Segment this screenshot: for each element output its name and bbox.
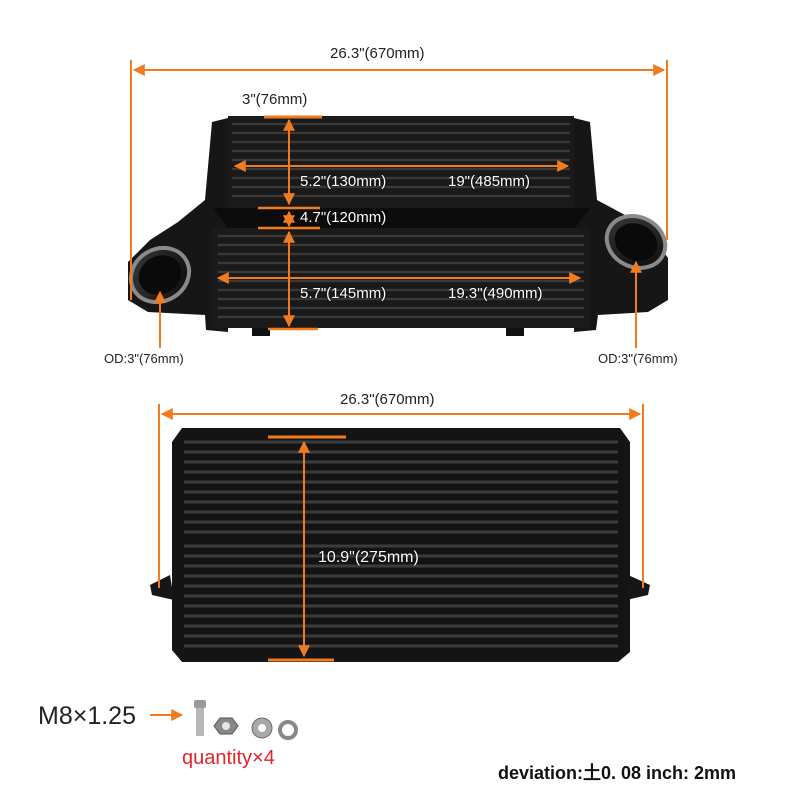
- right-outlet-label: OD:3"(76mm): [598, 351, 678, 366]
- upper-core: [228, 116, 574, 208]
- bolt-size-label: M8×1.25: [38, 702, 136, 730]
- hardware-illustration: [150, 700, 298, 740]
- upper-core-length-label: 19"(485mm): [448, 173, 531, 190]
- front-overall-width-label: 26.3"(670mm): [340, 391, 435, 408]
- upper-core-height-label: 5.2"(130mm): [300, 173, 387, 190]
- lower-core-height-label: 5.7"(145mm): [300, 285, 387, 302]
- lower-core-length-label: 19.3"(490mm): [448, 285, 543, 302]
- front-core-height-label: 10.9"(275mm): [318, 549, 419, 566]
- mount-tab: [252, 328, 270, 336]
- tolerance-label: deviation:土0. 08 inch: 2mm: [498, 763, 737, 783]
- nut-icon: [213, 717, 239, 735]
- front-view-dimension-lines: [158, 404, 644, 662]
- bolt-shank: [196, 708, 204, 736]
- inlet-width-label: 3"(76mm): [242, 91, 308, 108]
- quantity-label: quantity×4: [182, 747, 275, 769]
- right-outlet-pipe: [604, 214, 668, 270]
- top-view-intercooler: [128, 116, 668, 336]
- lock-washer-icon: [278, 720, 298, 740]
- front-view-intercooler: [150, 428, 650, 662]
- top-view-dimension-lines: [130, 60, 668, 348]
- front-mount-bracket-right: [626, 575, 650, 600]
- step-ledge: [212, 208, 590, 228]
- bolt-head: [194, 700, 206, 708]
- front-mount-bracket-left: [150, 575, 174, 600]
- washer-icon: [251, 717, 273, 739]
- left-outlet-label: OD:3"(76mm): [104, 351, 184, 366]
- mount-tab: [506, 328, 524, 336]
- left-inlet-pipe: [128, 245, 192, 305]
- top-overall-width-label: 26.3"(670mm): [330, 45, 425, 62]
- step-height-label: 4.7"(120mm): [300, 209, 387, 226]
- front-core-fins: [184, 440, 618, 648]
